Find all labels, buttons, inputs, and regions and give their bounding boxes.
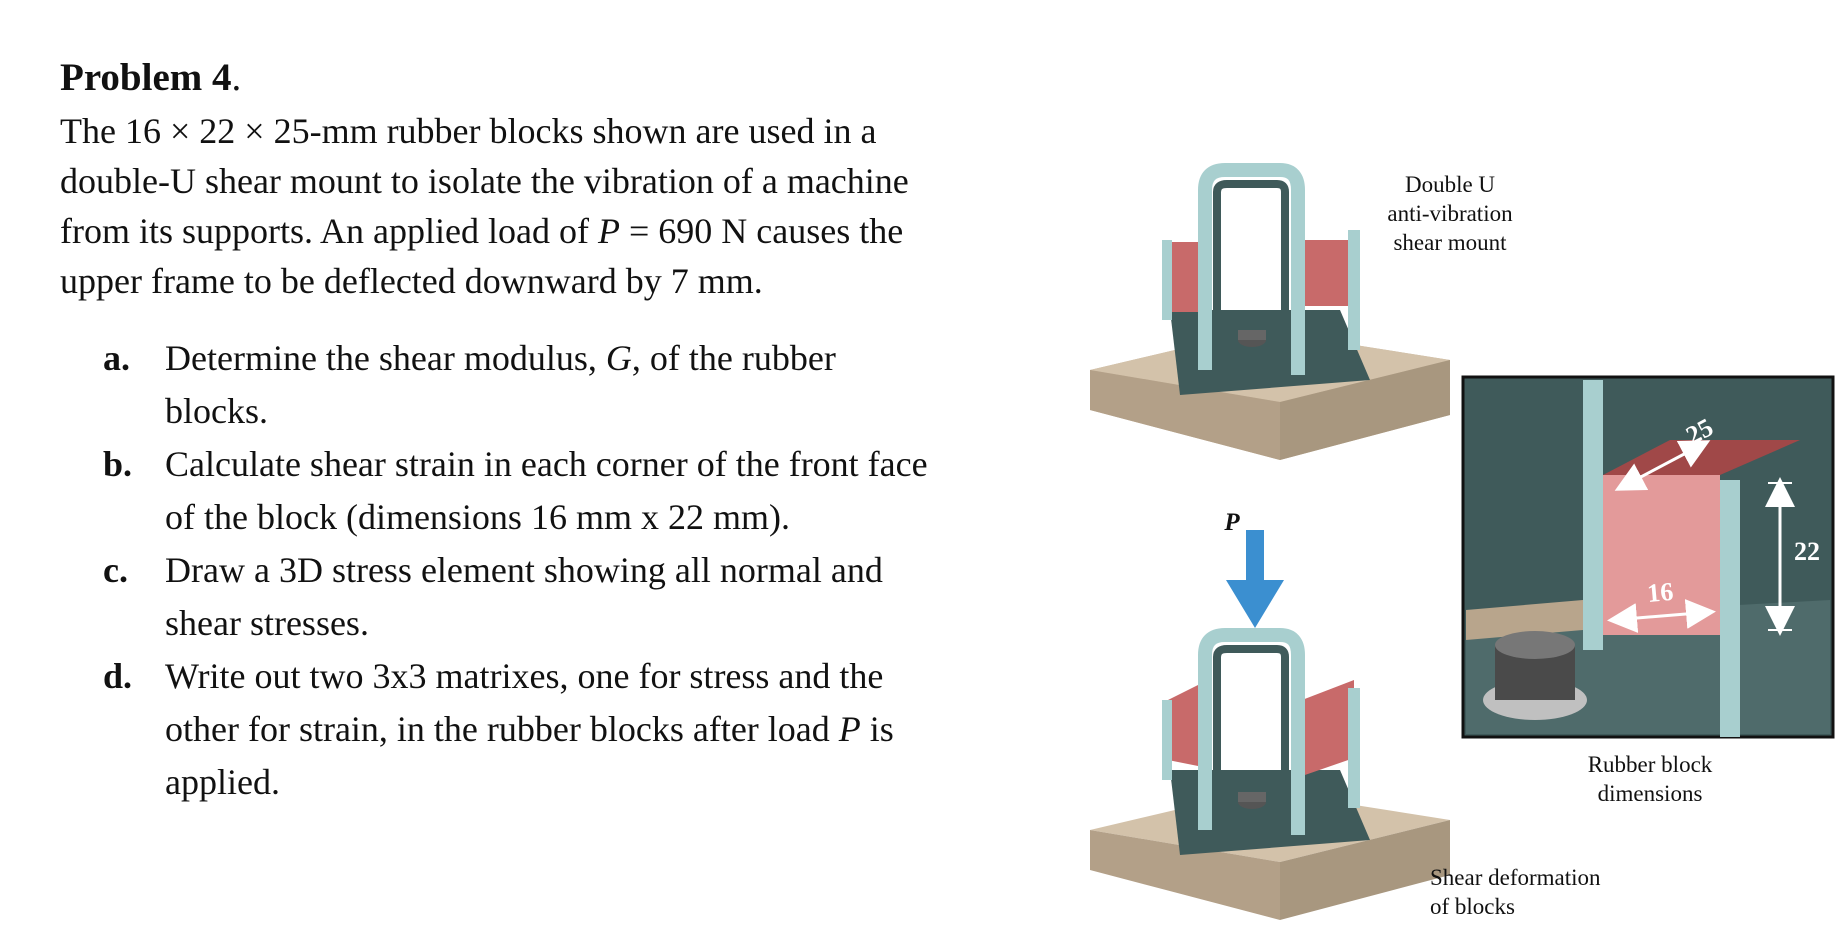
problem-intro: The 16 × 22 × 25-mm rubber blocks shown …	[60, 106, 1040, 306]
base-plate-side-edge	[1280, 360, 1450, 460]
dimension-22-label: 22	[1794, 537, 1820, 566]
intro-line-2: double-U shear mount to isolate the vibr…	[60, 161, 909, 201]
lower-frame-left-wall	[1162, 240, 1172, 320]
base-plate-2-front-edge	[1090, 830, 1280, 920]
caption-mount: Double U anti-vibration shear mount	[1350, 170, 1550, 257]
upper-u-frame	[1198, 163, 1305, 375]
intro-line-3b: = 690 N causes the	[619, 211, 904, 251]
task-item-b: b. Calculate shear strain in each corner…	[60, 438, 1040, 544]
task-letter: b.	[103, 444, 133, 484]
problem-title-dot: .	[231, 56, 242, 99]
caption-deformation: Shear deformation of blocks	[1430, 863, 1690, 921]
task-letter: c.	[103, 550, 128, 590]
caption-dimensions-line-2: dimensions	[1597, 781, 1703, 806]
detail-frame-wall-right	[1720, 480, 1740, 737]
task-a-text-2: blocks.	[165, 391, 268, 431]
base-plate-front-edge	[1090, 370, 1280, 460]
caption-dimensions: Rubber block dimensions	[1540, 750, 1760, 808]
problem-title: Problem 4.	[60, 50, 1040, 106]
task-d-text-1: Write out two 3x3 matrixes, one for stre…	[165, 656, 884, 696]
bolt-body-2	[1238, 792, 1266, 802]
bottom-mount-illustration	[1090, 628, 1450, 920]
dimension-25-arrow	[1614, 440, 1711, 491]
caption-deformation-line-1: Shear deformation	[1430, 865, 1601, 890]
detail-bolt-top	[1495, 631, 1575, 659]
task-item-a: a. Determine the shear modulus, G, of th…	[60, 332, 1040, 438]
upper-u-frame-2-inner	[1213, 645, 1289, 832]
lower-frame-right-wall	[1348, 230, 1360, 350]
load-arrow-head	[1226, 580, 1284, 628]
task-item-c: c. Draw a 3D stress element showing all …	[60, 544, 1040, 650]
load-arrow	[1226, 530, 1284, 628]
bolt-body	[1238, 330, 1266, 340]
load-arrow-shaft	[1246, 530, 1264, 582]
base-plate-2-side-edge	[1280, 820, 1450, 920]
task-letter: d.	[103, 656, 133, 696]
intro-load-var: P	[597, 211, 620, 251]
caption-deformation-line-2: of blocks	[1430, 894, 1515, 919]
task-list: a. Determine the shear modulus, G, of th…	[60, 332, 1040, 809]
dimension-16-label: 16	[1646, 577, 1674, 608]
problem-title-text: Problem 4	[60, 56, 232, 99]
lower-frame-2-left-wall	[1162, 700, 1172, 780]
load-label-text: P	[1224, 509, 1240, 536]
dimension-detail-box: 25 22 16	[1461, 375, 1835, 739]
detail-frame-wall-left	[1583, 380, 1603, 650]
problem-text: Problem 4. The 16 × 22 × 25-mm rubber bl…	[60, 50, 1040, 809]
caption-mount-line-3: shear mount	[1393, 230, 1507, 255]
task-a-text-1b: , of the rubber	[631, 338, 836, 378]
intro-line-4: upper frame to be deflected downward by …	[60, 261, 763, 301]
task-d-text-2a: other for strain, in the rubber blocks a…	[165, 709, 839, 749]
caption-mount-line-1: Double U	[1404, 172, 1496, 197]
intro-line-1: The 16 × 22 × 25-mm rubber blocks shown …	[60, 111, 877, 151]
task-item-d: d. Write out two 3x3 matrixes, one for s…	[60, 650, 1040, 809]
figure-drawing: 25 22 16	[1090, 163, 1835, 920]
task-letter: a.	[103, 338, 130, 378]
task-b-text-2: of the block (dimensions 16 mm x 22 mm).	[165, 497, 790, 537]
shear-mount-figure: 25 22 16 Double U anti-vibration shear m…	[1080, 140, 1837, 930]
intro-line-3a: from its supports. An applied load of	[60, 211, 598, 251]
lower-frame-2-right-wall	[1348, 688, 1360, 808]
task-d-text-3: applied.	[165, 762, 280, 802]
upper-u-frame-2	[1198, 628, 1305, 835]
task-d-var: P	[838, 709, 861, 749]
task-b-text-1: Calculate shear strain in each corner of…	[165, 444, 928, 484]
caption-dimensions-line-1: Rubber block	[1587, 752, 1713, 777]
task-c-text-1: Draw a 3D stress element showing all nor…	[165, 550, 883, 590]
task-a-text-1: Determine the shear modulus,	[165, 338, 606, 378]
top-mount-illustration	[1090, 163, 1450, 460]
rubber-block-right	[1302, 240, 1354, 306]
detail-rubber-block-front	[1603, 475, 1720, 635]
caption-mount-line-2: anti-vibration	[1387, 201, 1513, 226]
task-c-text-2: shear stresses.	[165, 603, 369, 643]
load-label: P	[1212, 508, 1252, 537]
task-a-var: G	[605, 338, 632, 378]
task-d-text-2b: is	[860, 709, 894, 749]
dimension-16-arrow	[1607, 599, 1716, 633]
rubber-block-right-sheared	[1302, 680, 1354, 776]
upper-u-frame-inner	[1213, 180, 1289, 372]
